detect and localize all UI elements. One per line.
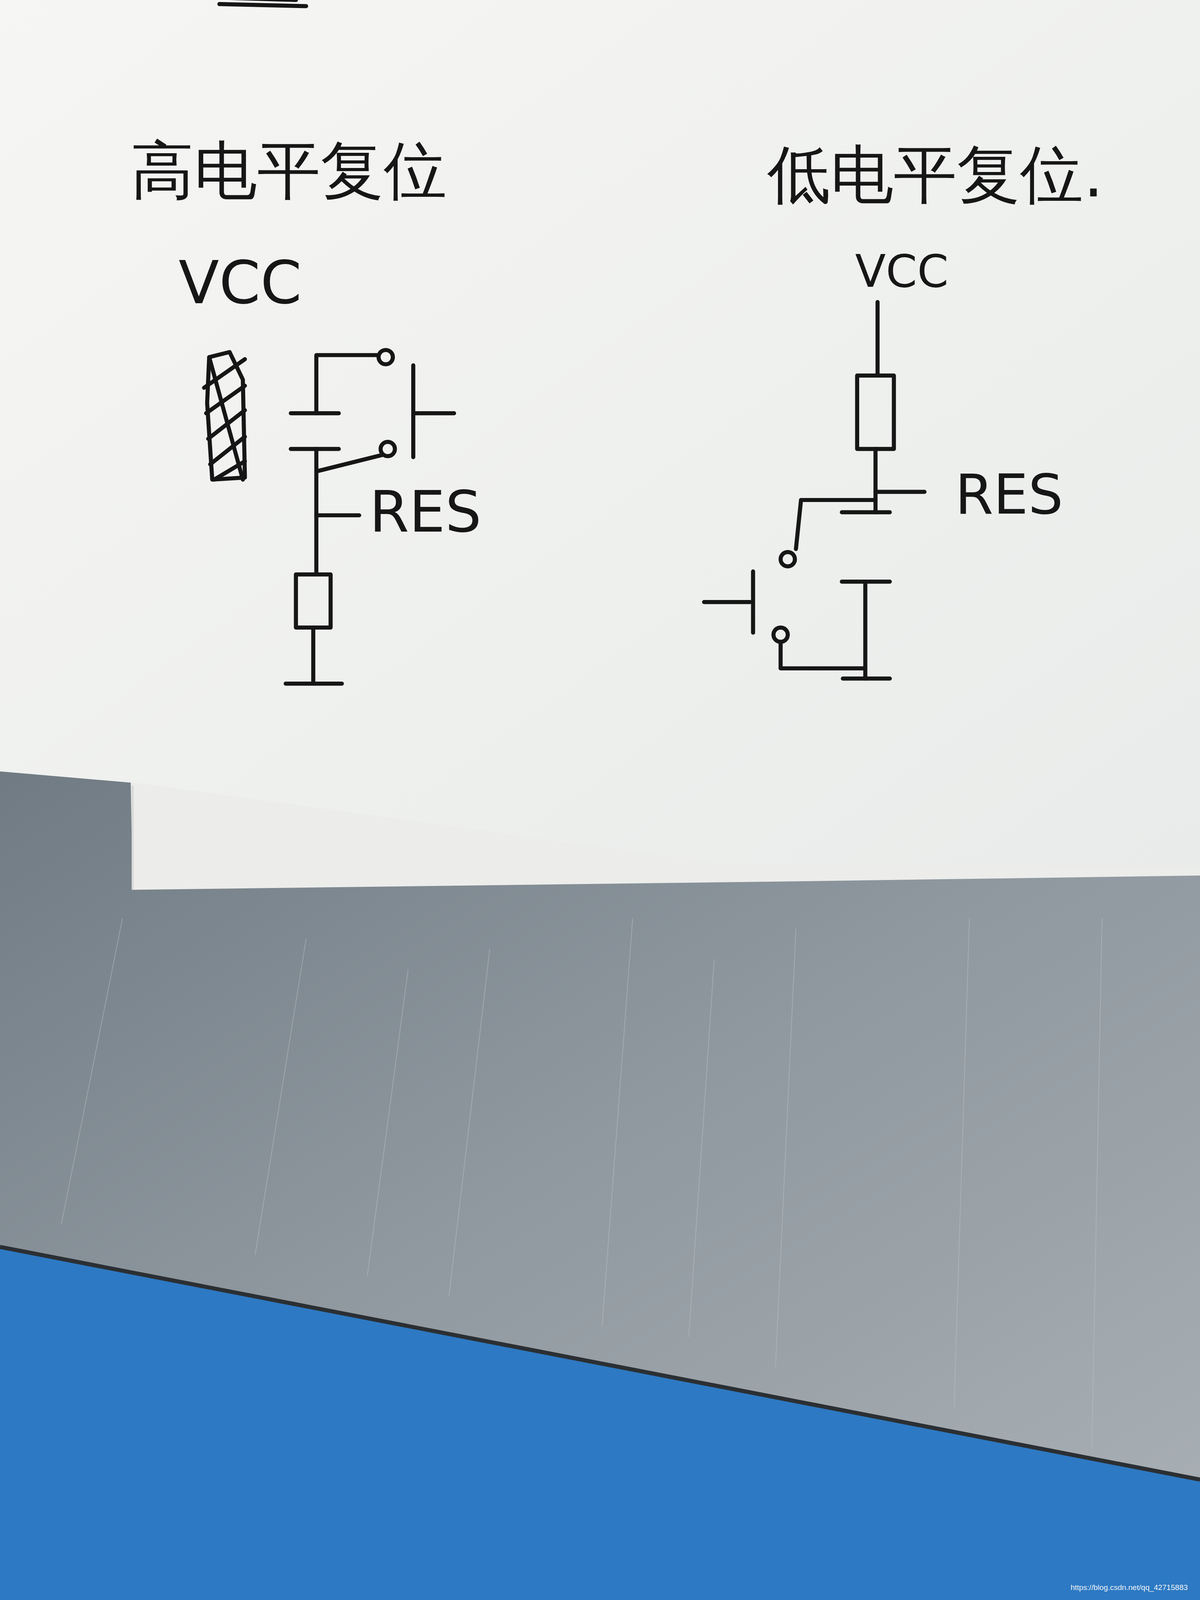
top-mark xyxy=(219,0,306,6)
watermark: https://blog.csdn.net/qq_42715883 xyxy=(1070,1583,1188,1592)
pin-name: RES xyxy=(955,467,1064,523)
res-wire xyxy=(875,489,925,494)
brush-marks xyxy=(61,918,1102,1450)
tissue-edge xyxy=(131,785,134,890)
switch-contact xyxy=(773,627,788,642)
ink-drawing xyxy=(204,0,925,684)
pushbutton-symbol xyxy=(413,365,454,458)
wire xyxy=(316,355,378,414)
capacitor-symbol xyxy=(290,413,339,449)
switch-contact xyxy=(780,552,796,567)
crossed-out-symbol xyxy=(204,352,245,480)
wire xyxy=(796,500,876,549)
resistor-symbol xyxy=(296,574,331,628)
switch-contact xyxy=(378,350,393,365)
capacitor-symbol xyxy=(842,512,890,582)
tissue-paper xyxy=(0,0,1200,868)
wire xyxy=(873,448,878,512)
wire xyxy=(780,581,866,679)
ground-symbol xyxy=(842,676,890,681)
section-heading: 低电平复位. xyxy=(767,142,1104,206)
wire xyxy=(875,302,880,376)
resistor-symbol xyxy=(857,375,894,450)
plate-edge xyxy=(0,1246,1200,1480)
ground-symbol xyxy=(285,681,342,686)
wire xyxy=(311,627,316,684)
pushbutton-symbol xyxy=(704,571,753,633)
supply-label: VCC xyxy=(178,253,302,313)
section-heading: 高电平复位 xyxy=(130,138,447,202)
pin-name: RES xyxy=(369,483,482,541)
switch-contact xyxy=(380,442,396,457)
res-wire xyxy=(316,513,360,518)
supply-label: VCC xyxy=(855,248,949,294)
